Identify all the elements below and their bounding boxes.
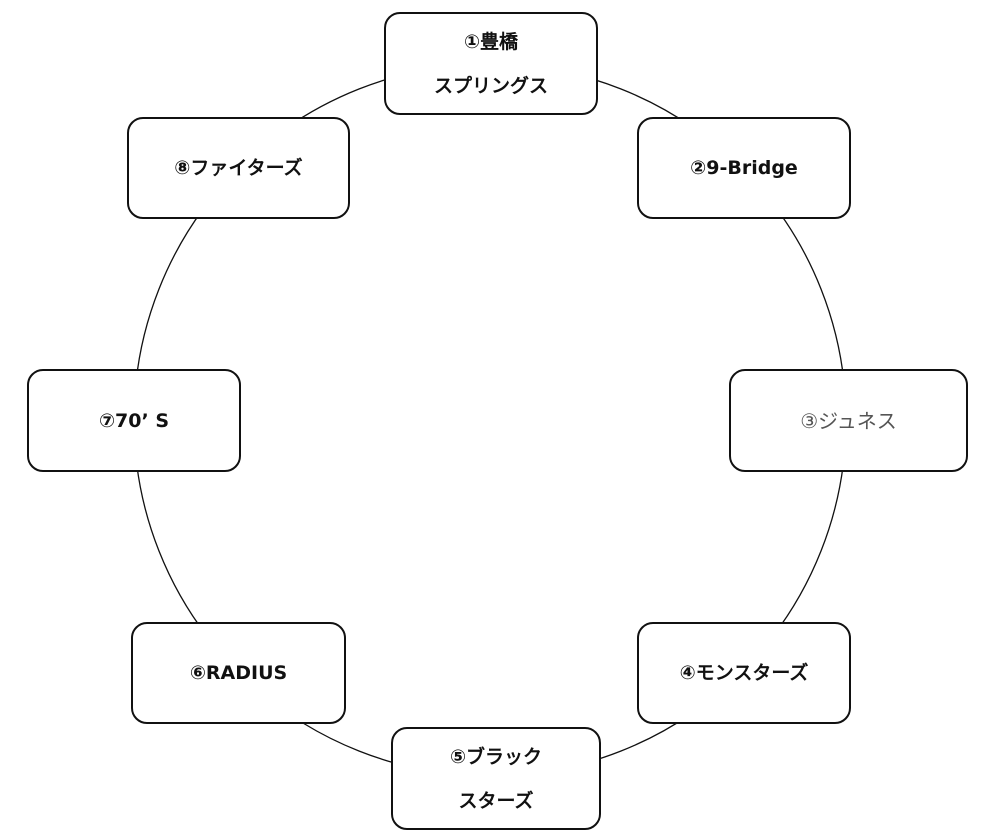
- team-label: ②9-Bridge: [690, 157, 798, 179]
- team-label: ③ジュネス: [800, 408, 897, 433]
- team-label: スプリングス: [433, 74, 548, 97]
- team-box-1: ①豊橋 スプリングス: [384, 12, 598, 115]
- team-box-7: ⑦70’ S: [27, 369, 241, 472]
- team-label: ⑤ブラック: [449, 745, 543, 768]
- team-label: ⑥RADIUS: [189, 662, 288, 684]
- team-box-3: ③ジュネス: [729, 369, 968, 472]
- team-box-5: ⑤ブラック スターズ: [391, 727, 601, 830]
- team-box-2: ②9-Bridge: [637, 117, 851, 219]
- team-box-8: ⑧ファイターズ: [127, 117, 350, 219]
- team-label: ④モンスターズ: [679, 662, 809, 684]
- team-box-6: ⑥RADIUS: [131, 622, 346, 724]
- team-label: スターズ: [458, 789, 534, 812]
- team-label: ⑧ファイターズ: [174, 157, 303, 179]
- team-box-4: ④モンスターズ: [637, 622, 851, 724]
- team-label: ⑦70’ S: [98, 409, 170, 432]
- team-label: ①豊橋: [463, 30, 519, 53]
